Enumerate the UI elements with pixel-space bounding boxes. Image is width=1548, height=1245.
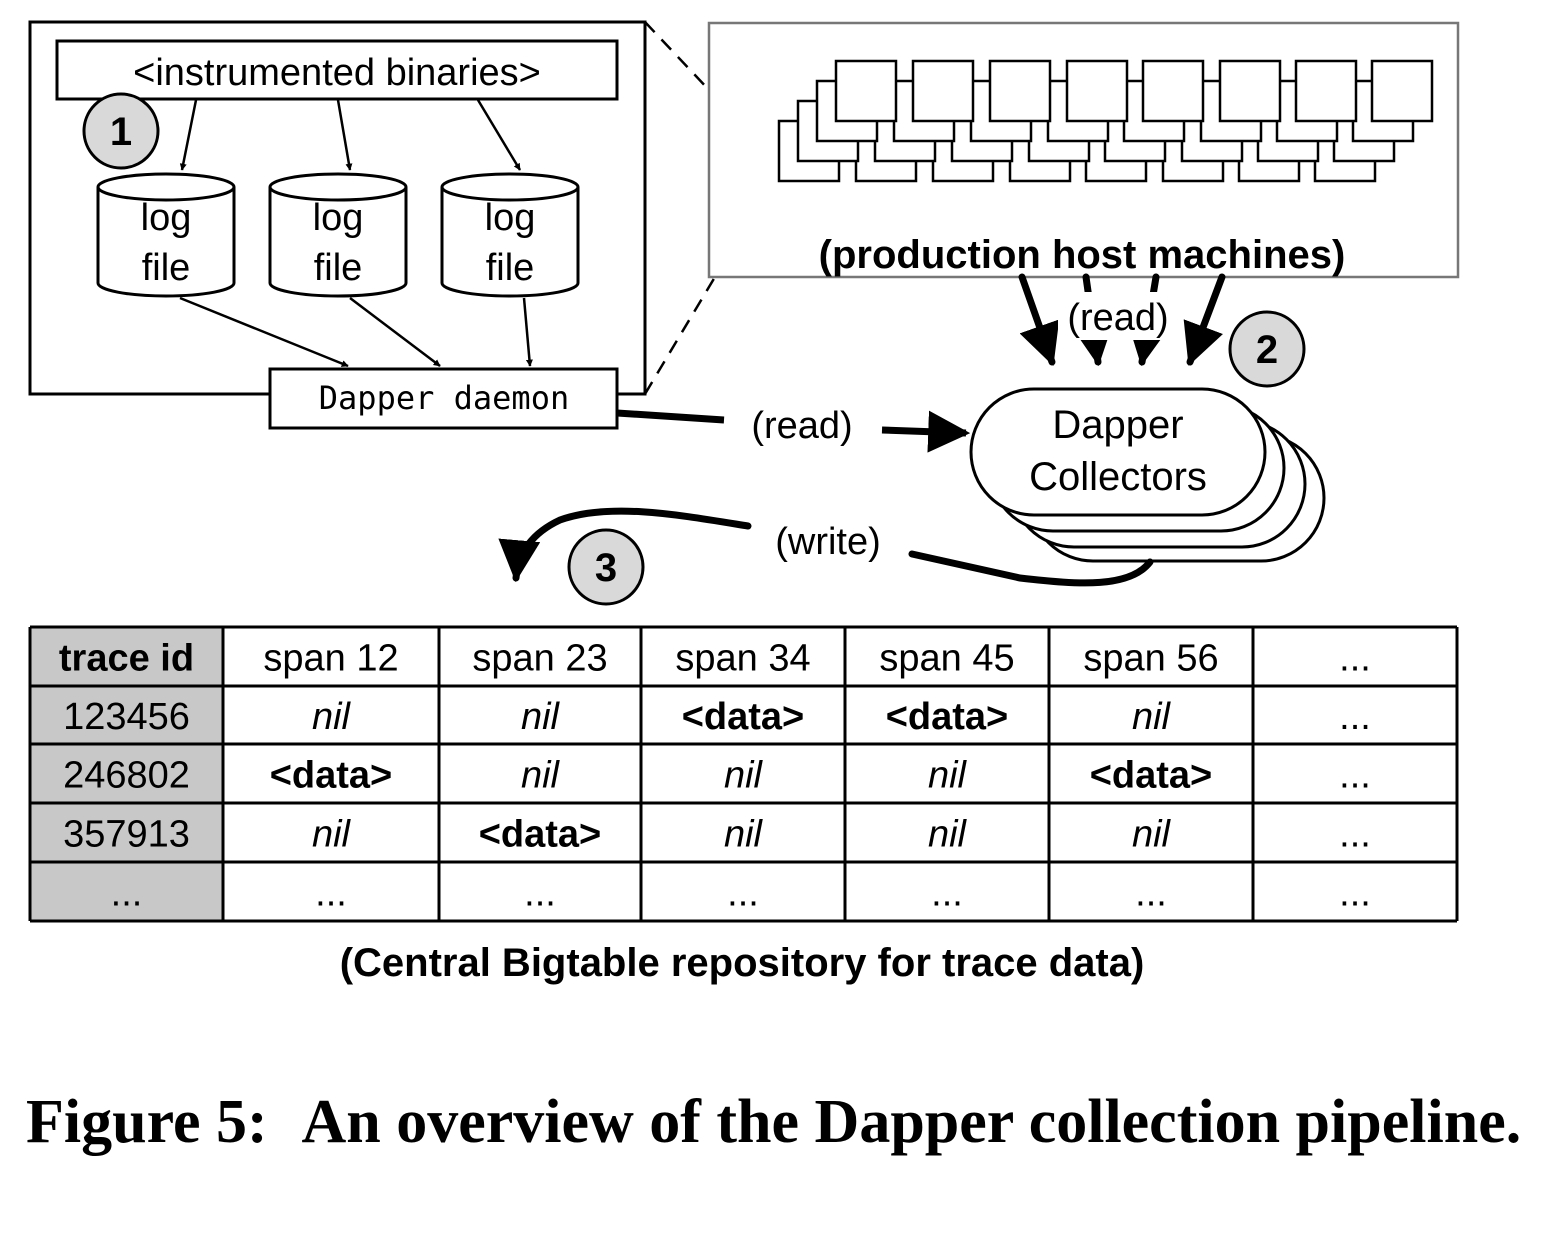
instrumented-binaries-label: <instrumented binaries> [133, 52, 541, 94]
table-header-cell: span 45 [879, 638, 1014, 680]
host-machine-box: <instrumented binaries> log file log fil… [28, 20, 647, 430]
table-cell: nil [724, 755, 764, 797]
table-cell: ... [1339, 873, 1371, 915]
host-machine [834, 59, 898, 123]
table-cell: nil [928, 814, 968, 856]
figure-caption-text: An overview of the Dapper collection pip… [301, 1088, 1522, 1156]
step-badge-1: 1 [82, 92, 160, 170]
production-hosts-panel: (production host machines) [707, 21, 1460, 279]
table-cell: nil [312, 814, 352, 856]
table-cell: nil [521, 755, 561, 797]
host-machine [1141, 59, 1205, 123]
bigtable-caption: (Central Bigtable repository for trace d… [340, 941, 1145, 985]
log-file-label-line2: file [486, 247, 535, 289]
log-file-1: log file [96, 172, 236, 298]
dapper-daemon-label: Dapper daemon [319, 379, 569, 417]
collectors-label-line1: Dapper [1052, 403, 1183, 447]
table-cell: ... [1339, 696, 1371, 738]
zoom-dashed-lines [643, 21, 760, 395]
table-cell: nil [1132, 814, 1172, 856]
write-to-bigtable-label: (write) [775, 521, 881, 563]
log-file-label-line1: log [485, 197, 536, 239]
host-machine [1370, 59, 1434, 123]
table-header-cell: trace id [59, 638, 194, 680]
host-machine-grid [777, 59, 1434, 183]
log-file-label-line1: log [313, 197, 364, 239]
host-machine [1294, 59, 1358, 123]
table-cell: ... [1339, 814, 1371, 856]
production-hosts-label: (production host machines) [819, 233, 1346, 277]
table-cell: ... [524, 873, 556, 915]
table-header-cell: span 12 [263, 638, 398, 680]
table-cell: 123456 [63, 696, 190, 738]
table-cell: ... [315, 873, 347, 915]
step-badge-2: 2 [1228, 310, 1306, 388]
table-header-cell: span 56 [1083, 638, 1218, 680]
figure-caption: Figure 5: An overview of the Dapper coll… [26, 1082, 1522, 1162]
log-file-3: log file [440, 172, 580, 298]
table-header-cell: span 23 [472, 638, 607, 680]
table-header-cell: span 34 [675, 638, 810, 680]
table-cell: ... [1135, 873, 1167, 915]
trace-id-column-shading [30, 627, 223, 921]
read-from-daemon-label: (read) [751, 405, 852, 447]
table-cell: nil [928, 755, 968, 797]
dapper-collectors: Dapper Collectors [969, 387, 1326, 563]
table-cell: <data> [479, 814, 602, 856]
table-cell: <data> [682, 696, 805, 738]
table-cell: nil [312, 696, 352, 738]
log-file-label-line1: log [141, 197, 192, 239]
table-cell: 357913 [63, 814, 190, 856]
table-header-cell: ... [1339, 638, 1371, 680]
host-machine [911, 59, 975, 123]
table-cell: ... [111, 873, 143, 915]
table-cell: <data> [270, 755, 393, 797]
table-cell: <data> [886, 696, 1009, 738]
table-cell: nil [521, 696, 561, 738]
host-machine [1065, 59, 1129, 123]
log-file-label-line2: file [142, 247, 191, 289]
table-cell: ... [931, 873, 963, 915]
dapper-daemon-box [268, 367, 619, 430]
instrumented-binaries-box [55, 39, 619, 101]
binaries-to-log-arrows [179, 99, 522, 171]
read-from-hosts-label: (read) [1067, 297, 1168, 339]
host-machine [988, 59, 1052, 123]
collectors-to-bigtable-arrow [498, 507, 1154, 587]
step-number: 3 [595, 546, 617, 590]
step-badge-3: 3 [567, 528, 645, 606]
table-cell: <data> [1090, 755, 1213, 797]
table-cell: nil [724, 814, 764, 856]
table-cell: ... [1339, 755, 1371, 797]
figure-number: Figure 5: [26, 1088, 268, 1156]
step-number: 1 [110, 110, 132, 154]
table-cell: ... [727, 873, 759, 915]
step-number: 2 [1256, 328, 1278, 372]
host-machine [1218, 59, 1282, 123]
table-cell: nil [1132, 696, 1172, 738]
daemon-to-collectors-arrow [616, 409, 971, 453]
collectors-label-line2: Collectors [1029, 455, 1207, 499]
table-cell: 246802 [63, 755, 190, 797]
log-file-label-line2: file [314, 247, 363, 289]
log-to-daemon-arrows [179, 296, 533, 368]
log-file-2: log file [268, 172, 408, 298]
central-bigtable: trace id span 12 span 23 span 34 span 45 span… [28, 625, 1459, 923]
